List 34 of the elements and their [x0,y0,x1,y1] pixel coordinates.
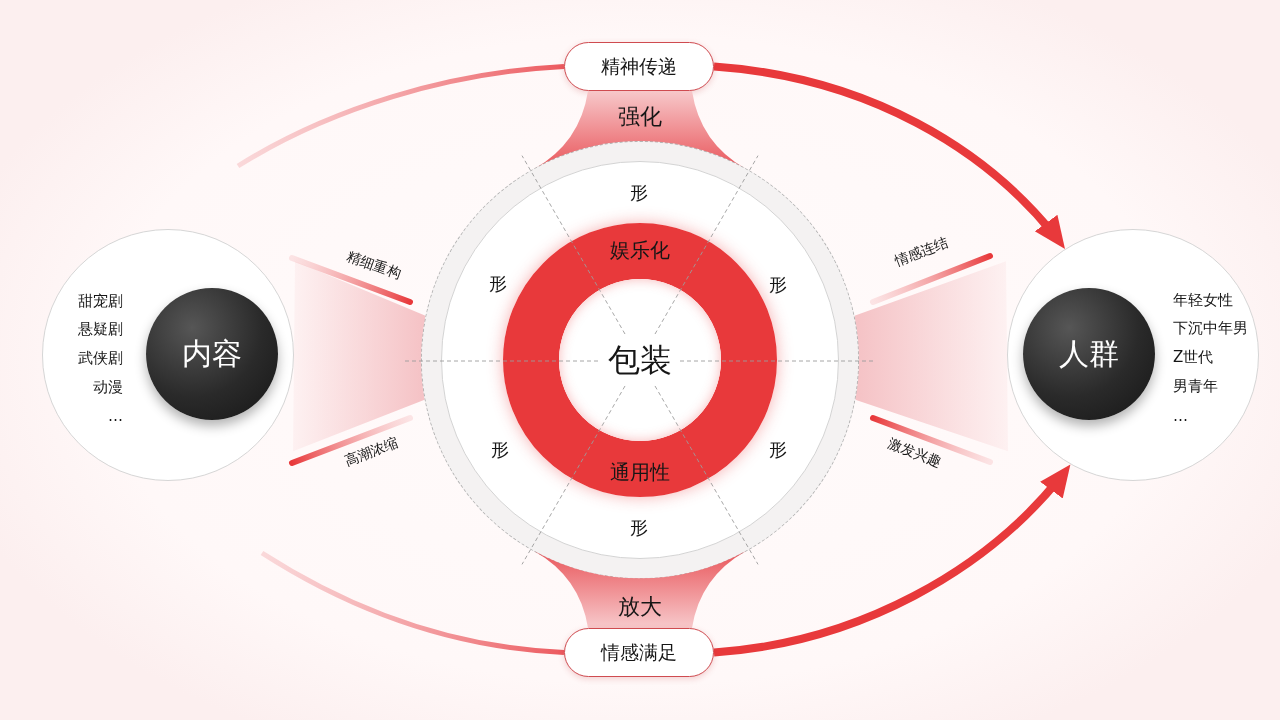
list-item: 下沉中年男 [1173,319,1248,337]
segment-label: 形 [491,439,509,461]
funnel-label: 放大 [618,593,662,620]
list-item: … [108,407,123,425]
bar-label: 精细重构 [344,247,404,283]
segment-label: 形 [769,274,787,296]
list-item: 悬疑剧 [78,320,123,338]
segment-label: 形 [630,182,648,204]
ring-label: 通用性 [610,460,670,484]
list-item: 武侠剧 [78,349,123,367]
list-item: 男青年 [1173,377,1218,395]
list-item: Z世代 [1173,348,1214,366]
connector-band [293,261,426,452]
segment-label: 形 [630,517,648,539]
bar-label: 激发兴趣 [885,435,945,471]
funnel-label: 强化 [618,103,662,131]
list-item: … [1173,407,1188,425]
ring-label: 娱乐化 [610,238,670,262]
list-item: 甜宠剧 [78,292,123,310]
curved-line [236,64,565,169]
bar-label: 情感连结 [891,234,951,270]
hub-circle: 人群 [1023,288,1155,420]
curved-line [260,550,565,655]
center-circle: 包装 [559,279,721,441]
list-item: 年轻女性 [1173,291,1233,309]
list-item: 动漫 [93,378,123,396]
hub-circle: 内容 [146,288,278,420]
segment-label: 形 [769,439,787,461]
funnel-shape [534,551,746,628]
segment-label: 形 [489,273,507,295]
connector-band [854,261,1008,452]
bar-label: 高潮浓缩 [341,434,401,470]
pill-box: 情感满足 [564,628,714,677]
pill-box: 精神传递 [564,42,714,91]
